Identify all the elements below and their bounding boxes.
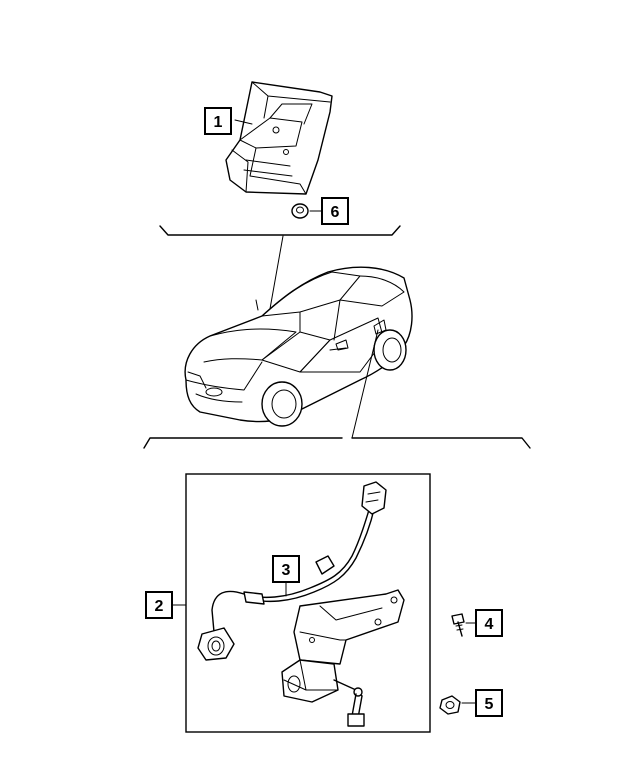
callout-4-label: 4 [485, 616, 494, 633]
lower-detail-bracket [143, 437, 531, 449]
wire-harness-part [197, 481, 387, 661]
callout-3: 3 [272, 555, 300, 583]
callout-3-label: 3 [282, 562, 291, 579]
nut-part [439, 695, 461, 715]
callout-2: 2 [145, 591, 173, 619]
callout-2-label: 2 [155, 598, 164, 615]
callout-6-label: 6 [331, 204, 340, 221]
push-nut-part [291, 203, 309, 219]
callout-6: 6 [321, 197, 349, 225]
callout-1-label: 1 [214, 114, 223, 131]
sensor-assembly-part [281, 589, 405, 727]
upper-detail-bracket [159, 225, 401, 236]
callout-5: 5 [475, 689, 503, 717]
callout-4: 4 [475, 609, 503, 637]
bracket-part [225, 81, 333, 195]
callout-5-label: 5 [485, 696, 494, 713]
screw-part [451, 613, 465, 637]
assembly-detail-frame [185, 473, 431, 733]
vehicle [184, 266, 413, 427]
callout-1: 1 [204, 107, 232, 135]
